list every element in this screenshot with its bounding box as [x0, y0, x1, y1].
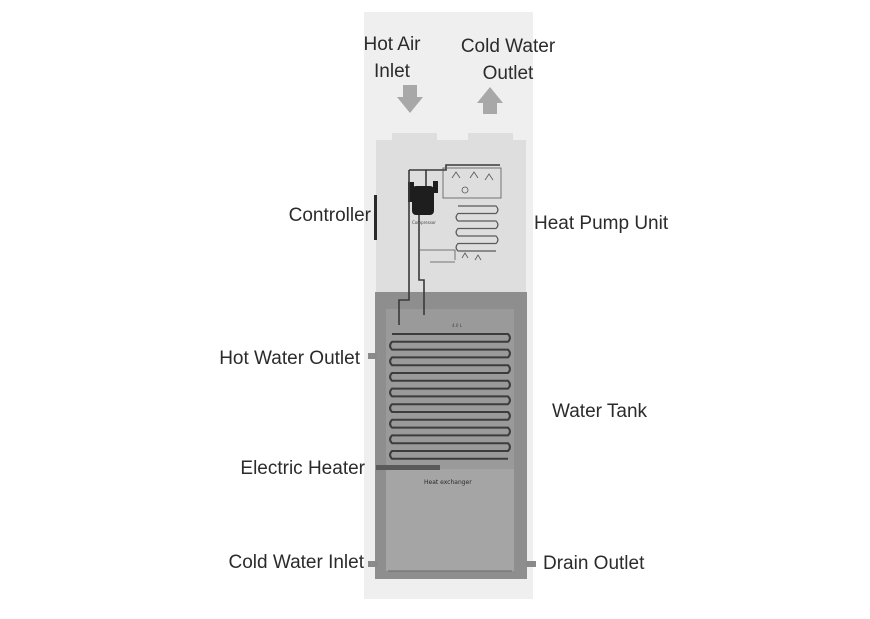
- tank-top-label: 4.0 L: [452, 323, 463, 328]
- compressor-label: Compressor: [412, 220, 436, 225]
- hot-water-outlet-port: [368, 353, 377, 359]
- arrow-down-icon: [397, 85, 423, 113]
- top-vent-right: [468, 133, 513, 141]
- refrigerant-piping: [398, 164, 500, 325]
- hot-air-inlet-label: Hot Air Inlet: [363, 34, 421, 82]
- heat-pump-section: [376, 140, 526, 292]
- hot-water-outlet-label: Hot Water Outlet: [219, 348, 360, 369]
- drain-outlet-label: Drain Outlet: [543, 553, 645, 574]
- electric-heater-label: Electric Heater: [240, 458, 365, 479]
- electric-heater-element: [376, 465, 440, 470]
- controller-label: Controller: [288, 205, 371, 226]
- drain-outlet-port: [526, 561, 536, 567]
- pump-components: [419, 167, 502, 263]
- compressor: Compressor: [408, 181, 438, 225]
- coil-path: [389, 333, 511, 460]
- evaporator-coil: [455, 205, 499, 252]
- water-tank-label: Water Tank: [552, 401, 648, 422]
- coil-path: [455, 205, 499, 252]
- heat-pump-unit-label: Heat Pump Unit: [534, 213, 669, 234]
- controller-bar: [374, 195, 377, 240]
- arrow-up-icon: [477, 87, 503, 114]
- top-vent-left: [392, 133, 437, 141]
- heat-exchanger-label: Heat exchanger: [424, 479, 472, 486]
- cold-water-inlet-port: [368, 561, 378, 567]
- cold-water-inlet-label: Cold Water Inlet: [228, 552, 364, 573]
- tank-heat-exchanger-coil: [389, 333, 511, 460]
- cold-water-outlet-top-label: Cold Water Outlet: [460, 36, 556, 84]
